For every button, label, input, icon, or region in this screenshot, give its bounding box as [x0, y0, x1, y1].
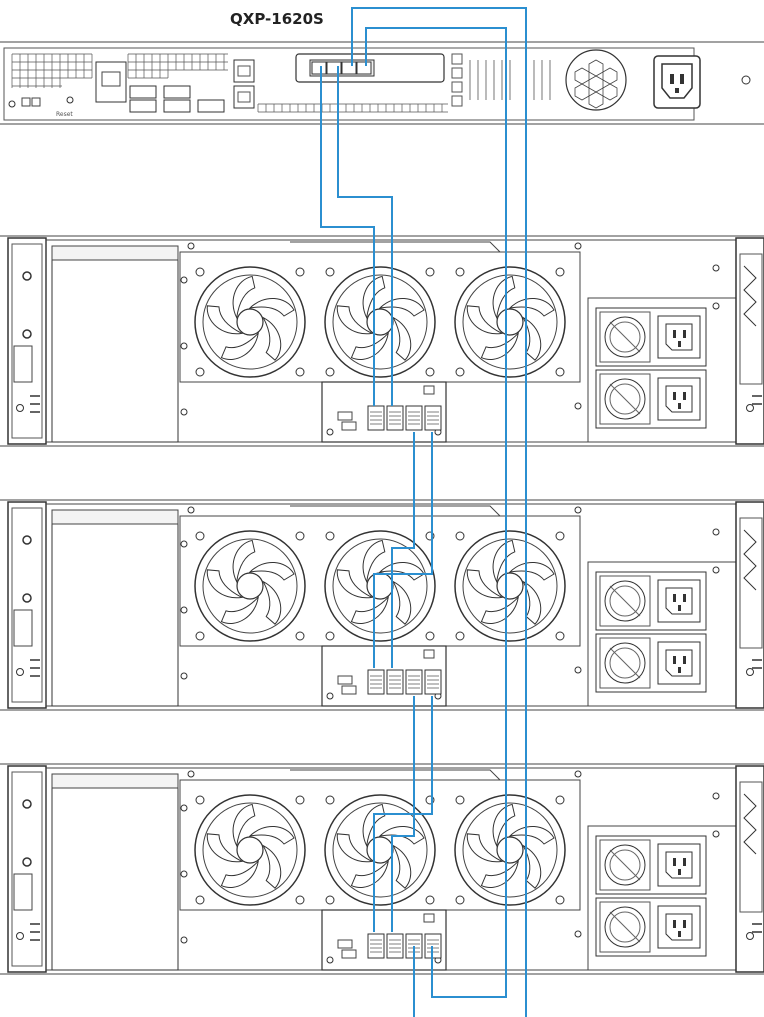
host-server: Reset — [0, 41, 764, 125]
card-model-label: QXP-1620S — [230, 10, 324, 28]
expansion-unit-2 — [0, 500, 764, 710]
cable-card-port1-to-unit1-port1 — [320, 66, 375, 406]
cable-card-port3-to-unit3-port4 — [351, 7, 527, 1017]
cables — [320, 7, 527, 1017]
cable-unit1-port4-to-unit2-port1 — [373, 432, 433, 668]
expansion-unit-1 — [0, 236, 764, 446]
cable-unit2-port3-to-unit3-port2 — [391, 696, 415, 932]
cable-unit2-port4-to-unit3-port1 — [373, 696, 433, 932]
reset-label: Reset — [56, 111, 73, 118]
cable-unit1-port3-to-unit2-port2 — [391, 432, 415, 668]
cable-card-port2-to-unit1-port2 — [337, 66, 393, 406]
expansion-unit-3 — [0, 764, 764, 974]
cable-card-port4-to-unit3-port3 — [365, 27, 507, 998]
